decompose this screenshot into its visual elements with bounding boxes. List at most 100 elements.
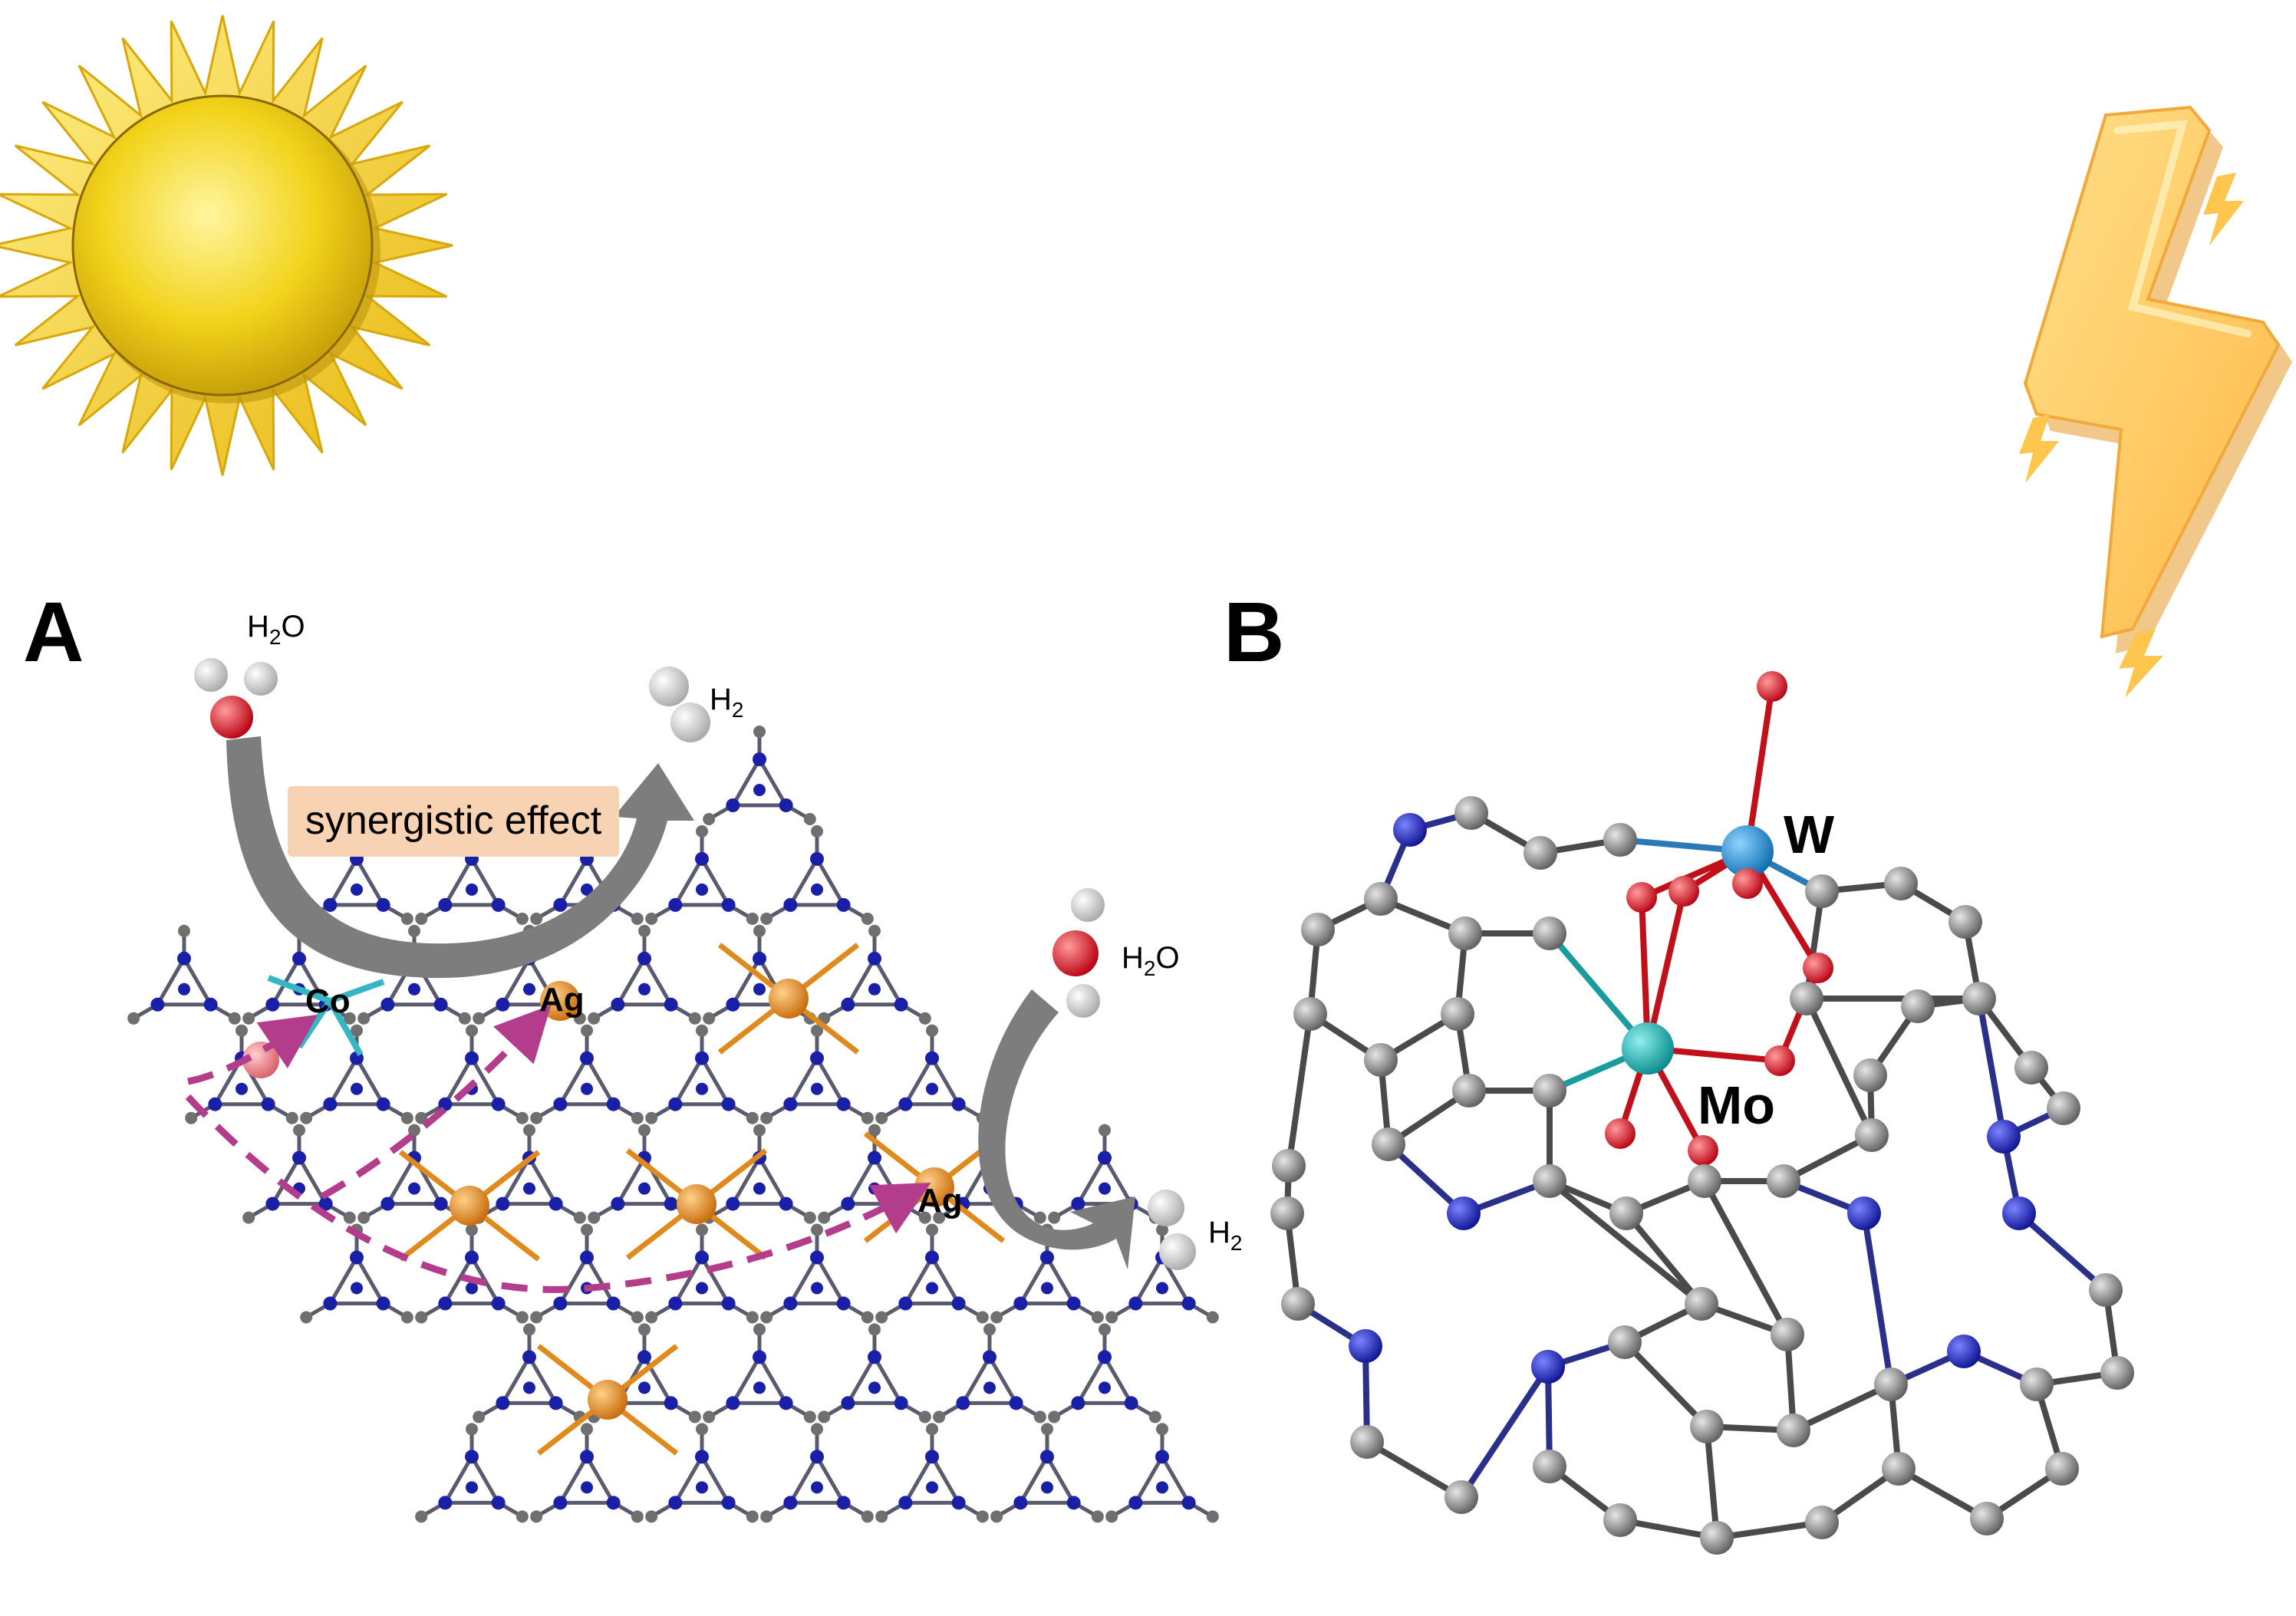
- carbon-atom: [2020, 1368, 2054, 1401]
- carbon-atom: [1448, 917, 1482, 950]
- svg-text:synergistic effect: synergistic effect: [305, 798, 602, 843]
- ag-atom: [677, 1184, 716, 1224]
- carbon-atom: [1533, 917, 1566, 950]
- carbon-atom: [1281, 1287, 1315, 1321]
- carbon-atom: [1685, 1287, 1718, 1321]
- carbon-atom: [1272, 1149, 1306, 1183]
- sun-disc: [71, 94, 374, 397]
- ag-atom-label-2: Ag: [917, 1182, 963, 1219]
- carbon-atom: [1603, 1503, 1637, 1537]
- carbon-atom: [1882, 1452, 1916, 1486]
- carbon-atom: [1771, 1318, 1804, 1351]
- carbon-atom: [1524, 836, 1557, 870]
- nitrogen-atom: [1847, 1196, 1881, 1230]
- carbon-atom: [1608, 1325, 1642, 1359]
- electron-path-to-ag2: [185, 1094, 931, 1293]
- oxygen-atom: [1668, 876, 1699, 907]
- oxygen-atom: [1757, 671, 1787, 702]
- carbon-atom: [1454, 796, 1488, 830]
- carbon-atom: [1444, 1480, 1478, 1514]
- carbon-atom: [1700, 1521, 1734, 1555]
- carbon-atom: [1790, 982, 1823, 1015]
- nitrogen-atom: [1531, 1350, 1565, 1384]
- synergistic-arrow: [226, 736, 694, 979]
- carbon-atom: [1603, 823, 1637, 857]
- carbon-atom: [1609, 1196, 1643, 1230]
- carbon-atom: [1853, 1058, 1887, 1092]
- nitrogen-atom: [1393, 813, 1427, 847]
- carbon-atom: [1970, 1502, 2004, 1535]
- carbon-atom: [1690, 1410, 1724, 1443]
- synergistic-effect-banner: synergistic effect: [288, 786, 619, 857]
- oxygen-atom: [1626, 882, 1657, 913]
- carbon-atom: [1884, 867, 1918, 900]
- carbon-atom: [1372, 1127, 1405, 1161]
- oxygen-atom: [1732, 868, 1763, 899]
- carbon-atom: [1533, 1074, 1566, 1108]
- carbon-atom: [1855, 1118, 1889, 1152]
- electron-path-to-ag1: [320, 1005, 552, 1200]
- water-molecule-right: [1052, 888, 1105, 1018]
- carbon-atom: [1270, 1196, 1304, 1230]
- carbon-atom: [2089, 1273, 2123, 1307]
- carbon-atom: [1901, 989, 1935, 1023]
- carbon-atom: [1948, 905, 1982, 939]
- oxygen-atom: [1605, 1118, 1636, 1149]
- spark-small-1: [2203, 173, 2244, 245]
- h2-molecule-top: [649, 666, 710, 742]
- spark-small-2: [2019, 414, 2059, 483]
- panel-label-a: A: [23, 585, 84, 680]
- carbon-atom: [1301, 913, 1335, 946]
- oxygen-atom: [1688, 1135, 1718, 1166]
- carbon-atom: [1293, 997, 1327, 1031]
- carbon-atom: [1767, 1164, 1800, 1198]
- carbon-atom: [1777, 1414, 1810, 1447]
- carbon-atom: [1364, 882, 1398, 916]
- water-molecule-top: [194, 658, 278, 739]
- carbon-atom: [1533, 1450, 1566, 1483]
- mo-atom-label: Mo: [1698, 1075, 1775, 1135]
- h2-molecule-right: [1148, 1190, 1196, 1270]
- carbon-atom: [1962, 982, 1996, 1015]
- h2o-label-right: H2O: [1122, 941, 1180, 980]
- carbon-atom: [1805, 1506, 1839, 1539]
- nitrogen-atom: [1349, 1329, 1382, 1363]
- co-atom-label: Co: [305, 982, 351, 1020]
- ag-atom: [450, 1186, 489, 1226]
- carbon-atom: [1364, 1043, 1398, 1077]
- carbon-atom: [2045, 1452, 2079, 1486]
- electron-transfer-paths: [185, 1005, 931, 1293]
- carbon-atom: [1533, 1164, 1566, 1198]
- ag-atom: [769, 979, 809, 1019]
- carbon-atom: [1350, 1425, 1384, 1459]
- tungsten-atom: [1721, 825, 1774, 877]
- panel-label-b: B: [1224, 585, 1284, 680]
- h2-label-top: H2: [710, 683, 743, 722]
- oxygen-atom: [1803, 953, 1833, 983]
- lightning-bolt-icon: [2019, 105, 2292, 698]
- carbon-atom: [1452, 1074, 1486, 1108]
- molybdenum-atom: [1622, 1022, 1674, 1075]
- w-atom-label: W: [1784, 805, 1834, 864]
- nitrogen-atom: [1947, 1335, 1981, 1368]
- carbon-atom: [2014, 1051, 2048, 1084]
- nitrogen-atom: [1987, 1120, 2021, 1154]
- ag-atom: [588, 1380, 628, 1420]
- spark-small-3: [2119, 629, 2163, 698]
- carbon-atom: [2047, 1091, 2080, 1125]
- reaction-arrow-right: [978, 989, 1135, 1269]
- nitrogen-atom: [2002, 1196, 2036, 1230]
- h2-label-right: H2: [1208, 1216, 1242, 1255]
- panel-a: synergistic effect H2O H2 H2O: [127, 610, 1242, 1523]
- h2o-label-top: H2O: [247, 610, 305, 649]
- carbon-atom: [1874, 1368, 1908, 1401]
- ag-atom-label-1: Ag: [539, 981, 585, 1019]
- electron-path-to-co: [187, 1014, 318, 1085]
- sun-icon: [0, 15, 453, 476]
- oxygen-atom: [1764, 1045, 1795, 1076]
- panel-b: W Mo: [1270, 671, 2134, 1555]
- carbon-atom: [1688, 1164, 1721, 1198]
- nitrogen-atom: [1447, 1196, 1481, 1230]
- mo-w-complex-molecule: [1270, 671, 2134, 1555]
